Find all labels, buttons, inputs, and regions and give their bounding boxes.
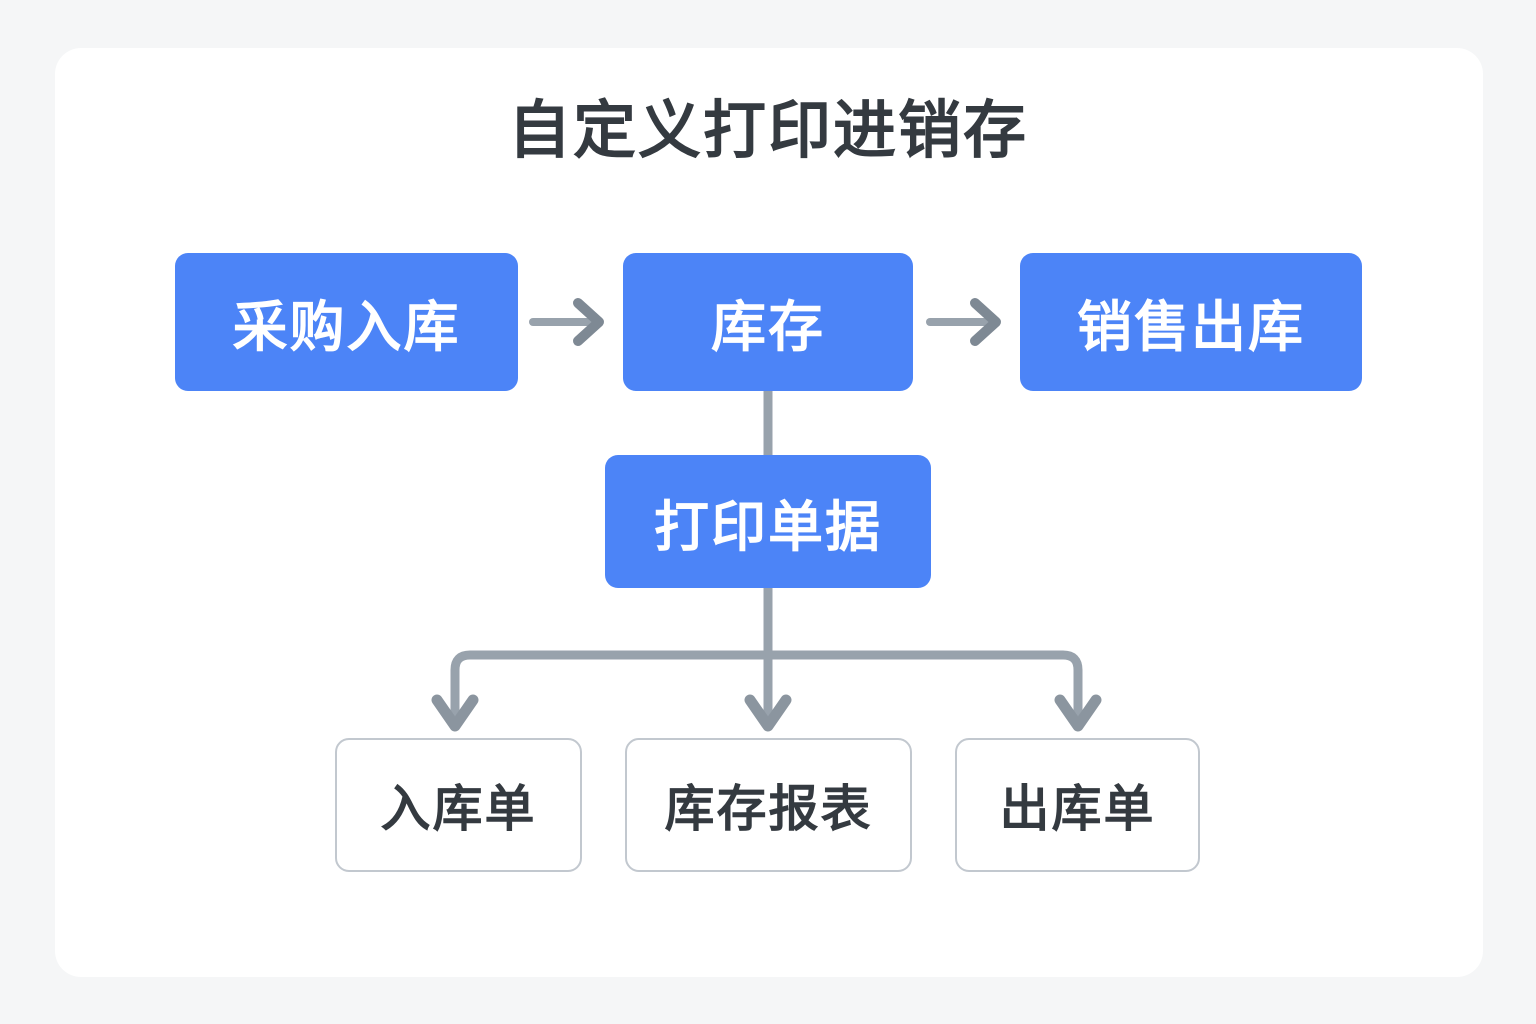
node-inventory[interactable]: 库存 (623, 253, 913, 391)
node-label: 库存报表 (664, 781, 873, 837)
node-purchase-in[interactable]: 采购入库 (175, 253, 518, 391)
node-label: 库存 (710, 296, 825, 358)
node-label: 出库单 (999, 781, 1156, 837)
node-sales-out[interactable]: 销售出库 (1020, 253, 1362, 391)
node-inbound-order[interactable]: 入库单 (335, 738, 582, 872)
node-print-document[interactable]: 打印单据 (605, 455, 931, 588)
node-label: 打印单据 (653, 495, 882, 558)
node-label: 销售出库 (1076, 296, 1305, 358)
page-title: 自定义打印进销存 (508, 96, 1028, 166)
node-stock-report[interactable]: 库存报表 (625, 738, 912, 872)
node-outbound-order[interactable]: 出库单 (955, 738, 1200, 872)
node-label: 入库单 (380, 781, 537, 837)
node-label: 采购入库 (232, 296, 461, 358)
